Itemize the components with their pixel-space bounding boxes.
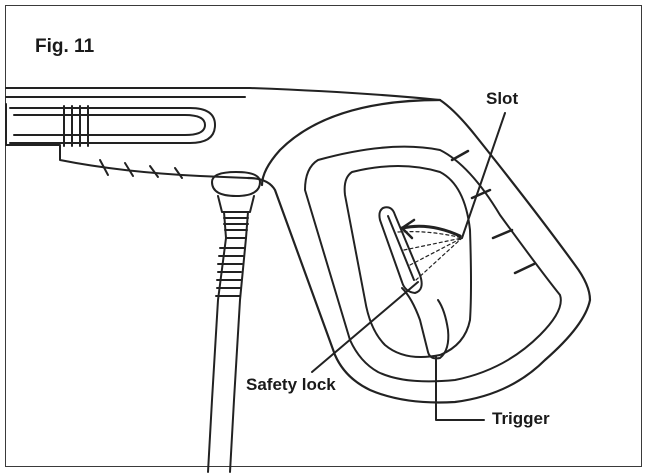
rotation-sweep	[397, 231, 463, 281]
slot-leader	[461, 112, 506, 239]
gun-handle	[246, 98, 592, 404]
hose	[207, 237, 247, 473]
figure-frame	[5, 5, 642, 467]
gun-barrel	[5, 87, 441, 179]
barrel-ribs	[99, 159, 183, 179]
safety-lock-leader	[311, 281, 419, 373]
safety-lock-label: Safety lock	[246, 375, 336, 394]
leader-lines	[311, 112, 506, 421]
hose-fitting	[211, 171, 261, 239]
figure-title: Fig. 11	[35, 36, 95, 57]
trigger-label: Trigger	[492, 409, 550, 428]
rotation-arrow	[400, 218, 462, 240]
trigger-leader	[435, 355, 485, 421]
safety-lock-lever	[378, 206, 423, 294]
barrel-window	[9, 105, 216, 147]
grip-ribs	[450, 149, 536, 275]
handle-inner-contour	[304, 145, 562, 383]
slot-label: Slot	[486, 89, 519, 108]
trigger-window	[343, 165, 472, 358]
trigger-lever	[401, 287, 450, 360]
